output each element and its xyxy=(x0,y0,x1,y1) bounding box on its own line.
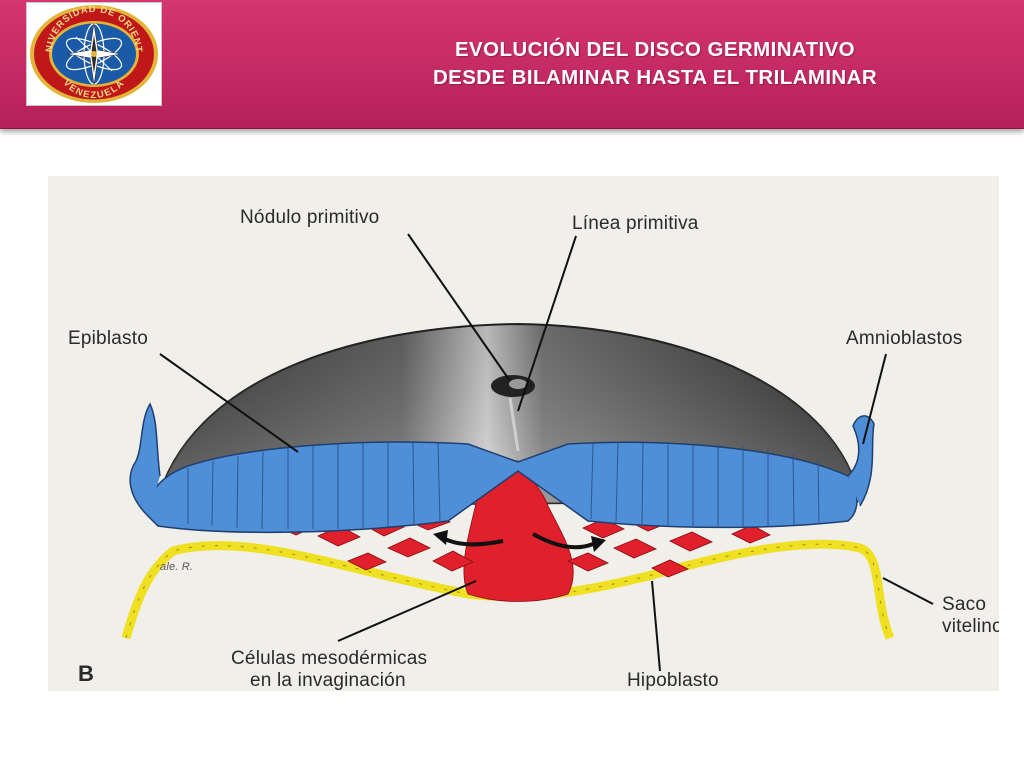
label-celulas-line2: en la invaginación xyxy=(250,670,406,691)
label-hipoblasto: Hipoblasto xyxy=(627,670,719,691)
migration-arrows xyxy=(433,530,606,552)
label-saco-line2: vitelino xyxy=(942,616,999,637)
embryo-diagram: Nódulo primitivo Línea primitiva Epiblas… xyxy=(48,176,999,691)
label-linea-primitiva: Línea primitiva xyxy=(572,213,699,234)
trilaminar-disc-illustration xyxy=(121,233,934,672)
label-celulas-line1: Células mesodérmicas xyxy=(231,648,428,669)
university-seal-icon: UNIVERSIDAD DE ORIENTE VENEZUELA xyxy=(23,0,158,103)
illustrator-signature: ale. R. xyxy=(160,561,194,573)
epiblast-layer xyxy=(129,402,875,534)
panel-letter: B xyxy=(78,661,95,686)
label-leader-lines xyxy=(159,233,934,672)
label-saco-line1: Saco xyxy=(942,594,987,615)
title-line-1: EVOLUCIÓN DEL DISCO GERMINATIVO xyxy=(454,38,856,61)
title-line-2: DESDE BILAMINAR HASTA EL TRILAMINAR xyxy=(432,66,878,89)
university-logo: UNIVERSIDAD DE ORIENTE VENEZUELA xyxy=(23,0,162,106)
slide-title: EVOLUCIÓN DEL DISCO GERMINATIVO DESDE BI… xyxy=(300,36,1010,92)
label-epiblasto: Epiblasto xyxy=(68,328,148,349)
label-nodulo-primitivo: Nódulo primitivo xyxy=(240,207,380,228)
slide-header: UNIVERSIDAD DE ORIENTE VENEZUELA EVOLUCI… xyxy=(0,0,1024,129)
label-amnioblastos: Amnioblastos xyxy=(846,328,963,349)
